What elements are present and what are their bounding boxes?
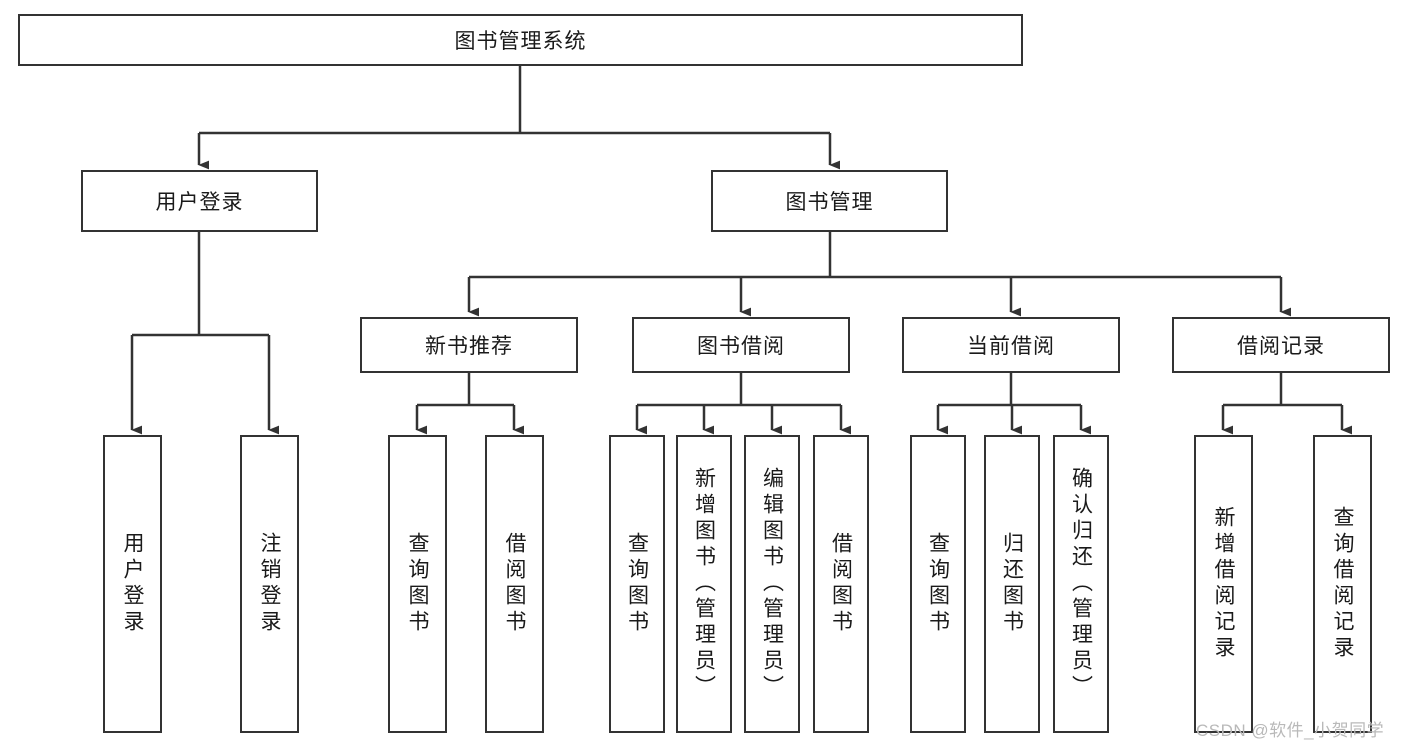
node-book-management-system[interactable]: 图书管理系统 bbox=[18, 14, 1023, 66]
node-label: 新增图书（管理员） bbox=[692, 467, 716, 701]
leaf-node-user-login[interactable]: 用户登录 bbox=[103, 435, 162, 733]
node-label: 查询图书 bbox=[926, 532, 950, 636]
node-label: 用户登录 bbox=[155, 191, 244, 214]
node-label: 图书管理 bbox=[785, 191, 874, 214]
leaf-node-add-book-admin[interactable]: 新增图书（管理员） bbox=[676, 435, 732, 733]
leaf-node-confirm-return-admin[interactable]: 确认归还（管理员） bbox=[1053, 435, 1109, 733]
node-label: 查询图书 bbox=[406, 532, 429, 636]
leaf-node-add-borrow-record[interactable]: 新增借阅记录 bbox=[1194, 435, 1253, 733]
leaf-node-return-book[interactable]: 归还图书 bbox=[984, 435, 1040, 733]
node-label: 借阅记录 bbox=[1237, 335, 1325, 358]
node-label: 借阅图书 bbox=[503, 532, 526, 636]
node-new-book-recommend[interactable]: 新书推荐 bbox=[360, 317, 578, 373]
leaf-node-query-book-borrow[interactable]: 查询图书 bbox=[609, 435, 665, 733]
leaf-node-logout[interactable]: 注销登录 bbox=[240, 435, 299, 733]
leaf-node-borrow-book[interactable]: 借阅图书 bbox=[813, 435, 869, 733]
node-label: 归还图书 bbox=[1000, 532, 1024, 636]
leaf-node-query-book-current[interactable]: 查询图书 bbox=[910, 435, 966, 733]
leaf-node-query-borrow-record[interactable]: 查询借阅记录 bbox=[1313, 435, 1372, 733]
node-label: 用户登录 bbox=[121, 532, 144, 636]
node-label: 确认归还（管理员） bbox=[1069, 467, 1093, 701]
csdn-watermark: CSDN @软件_小贺同学 bbox=[1196, 721, 1385, 740]
node-label: 借阅图书 bbox=[829, 532, 853, 636]
node-label: 注销登录 bbox=[258, 532, 281, 636]
node-book-borrow[interactable]: 图书借阅 bbox=[632, 317, 850, 373]
node-label: 查询借阅记录 bbox=[1331, 506, 1354, 662]
node-book-management[interactable]: 图书管理 bbox=[711, 170, 948, 232]
leaf-node-edit-book-admin[interactable]: 编辑图书（管理员） bbox=[744, 435, 800, 733]
node-label: 查询图书 bbox=[625, 532, 649, 636]
node-label: 图书管理系统 bbox=[454, 30, 587, 53]
leaf-node-borrow-book-recommend[interactable]: 借阅图书 bbox=[485, 435, 544, 733]
node-borrow-record[interactable]: 借阅记录 bbox=[1172, 317, 1390, 373]
node-label: 新增借阅记录 bbox=[1212, 506, 1235, 662]
node-label: 编辑图书（管理员） bbox=[760, 467, 784, 701]
node-current-borrow[interactable]: 当前借阅 bbox=[902, 317, 1120, 373]
node-label: 当前借阅 bbox=[967, 335, 1055, 358]
node-label: 图书借阅 bbox=[697, 335, 785, 358]
leaf-node-query-book-recommend[interactable]: 查询图书 bbox=[388, 435, 447, 733]
node-user-login[interactable]: 用户登录 bbox=[81, 170, 318, 232]
node-label: 新书推荐 bbox=[425, 335, 513, 358]
